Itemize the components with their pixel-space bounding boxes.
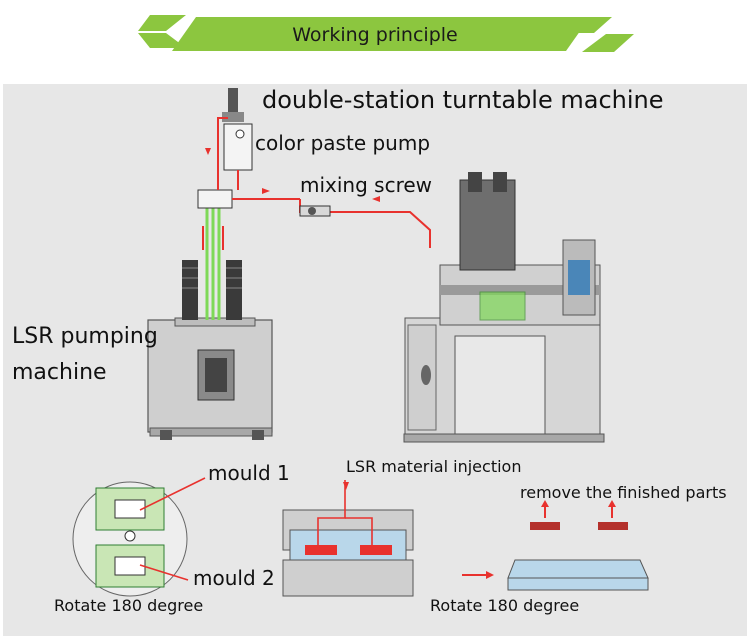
flow-arrows [205,148,380,202]
mould-pointers [139,477,206,581]
main-title-label: double-station turntable machine [262,86,664,114]
rotate-arrow-head [486,571,494,579]
rotate-right-label: Rotate 180 degree [430,596,580,615]
mould2-label: mould 2 [193,566,275,590]
turntable-machine [403,172,605,443]
mixing-screw [299,205,331,217]
lsr-pumping-label-line1: LSR pumping [12,324,158,349]
mixer-block [197,189,233,209]
remove-parts-label: remove the finished parts [520,483,727,502]
lsr-pumping-label-line2: machine [12,360,107,385]
injection-mould [282,480,414,597]
injection-arrow [343,482,349,490]
rotate-left-label: Rotate 180 degree [54,596,204,615]
finished-parts-mould [507,500,649,591]
color-paste-pump [222,88,253,171]
banner-title: Working principle [292,24,458,46]
banner-graphic [138,15,634,52]
lsr-injection-label: LSR material injection [346,457,522,476]
mixing-screw-label: mixing screw [300,173,433,197]
color-paste-pump-label: color paste pump [255,131,431,155]
mould1-label: mould 1 [208,461,290,485]
section-banner: Working principle [0,0,750,75]
lsr-pumping-machine [147,206,273,440]
turntable-disc [72,481,188,597]
